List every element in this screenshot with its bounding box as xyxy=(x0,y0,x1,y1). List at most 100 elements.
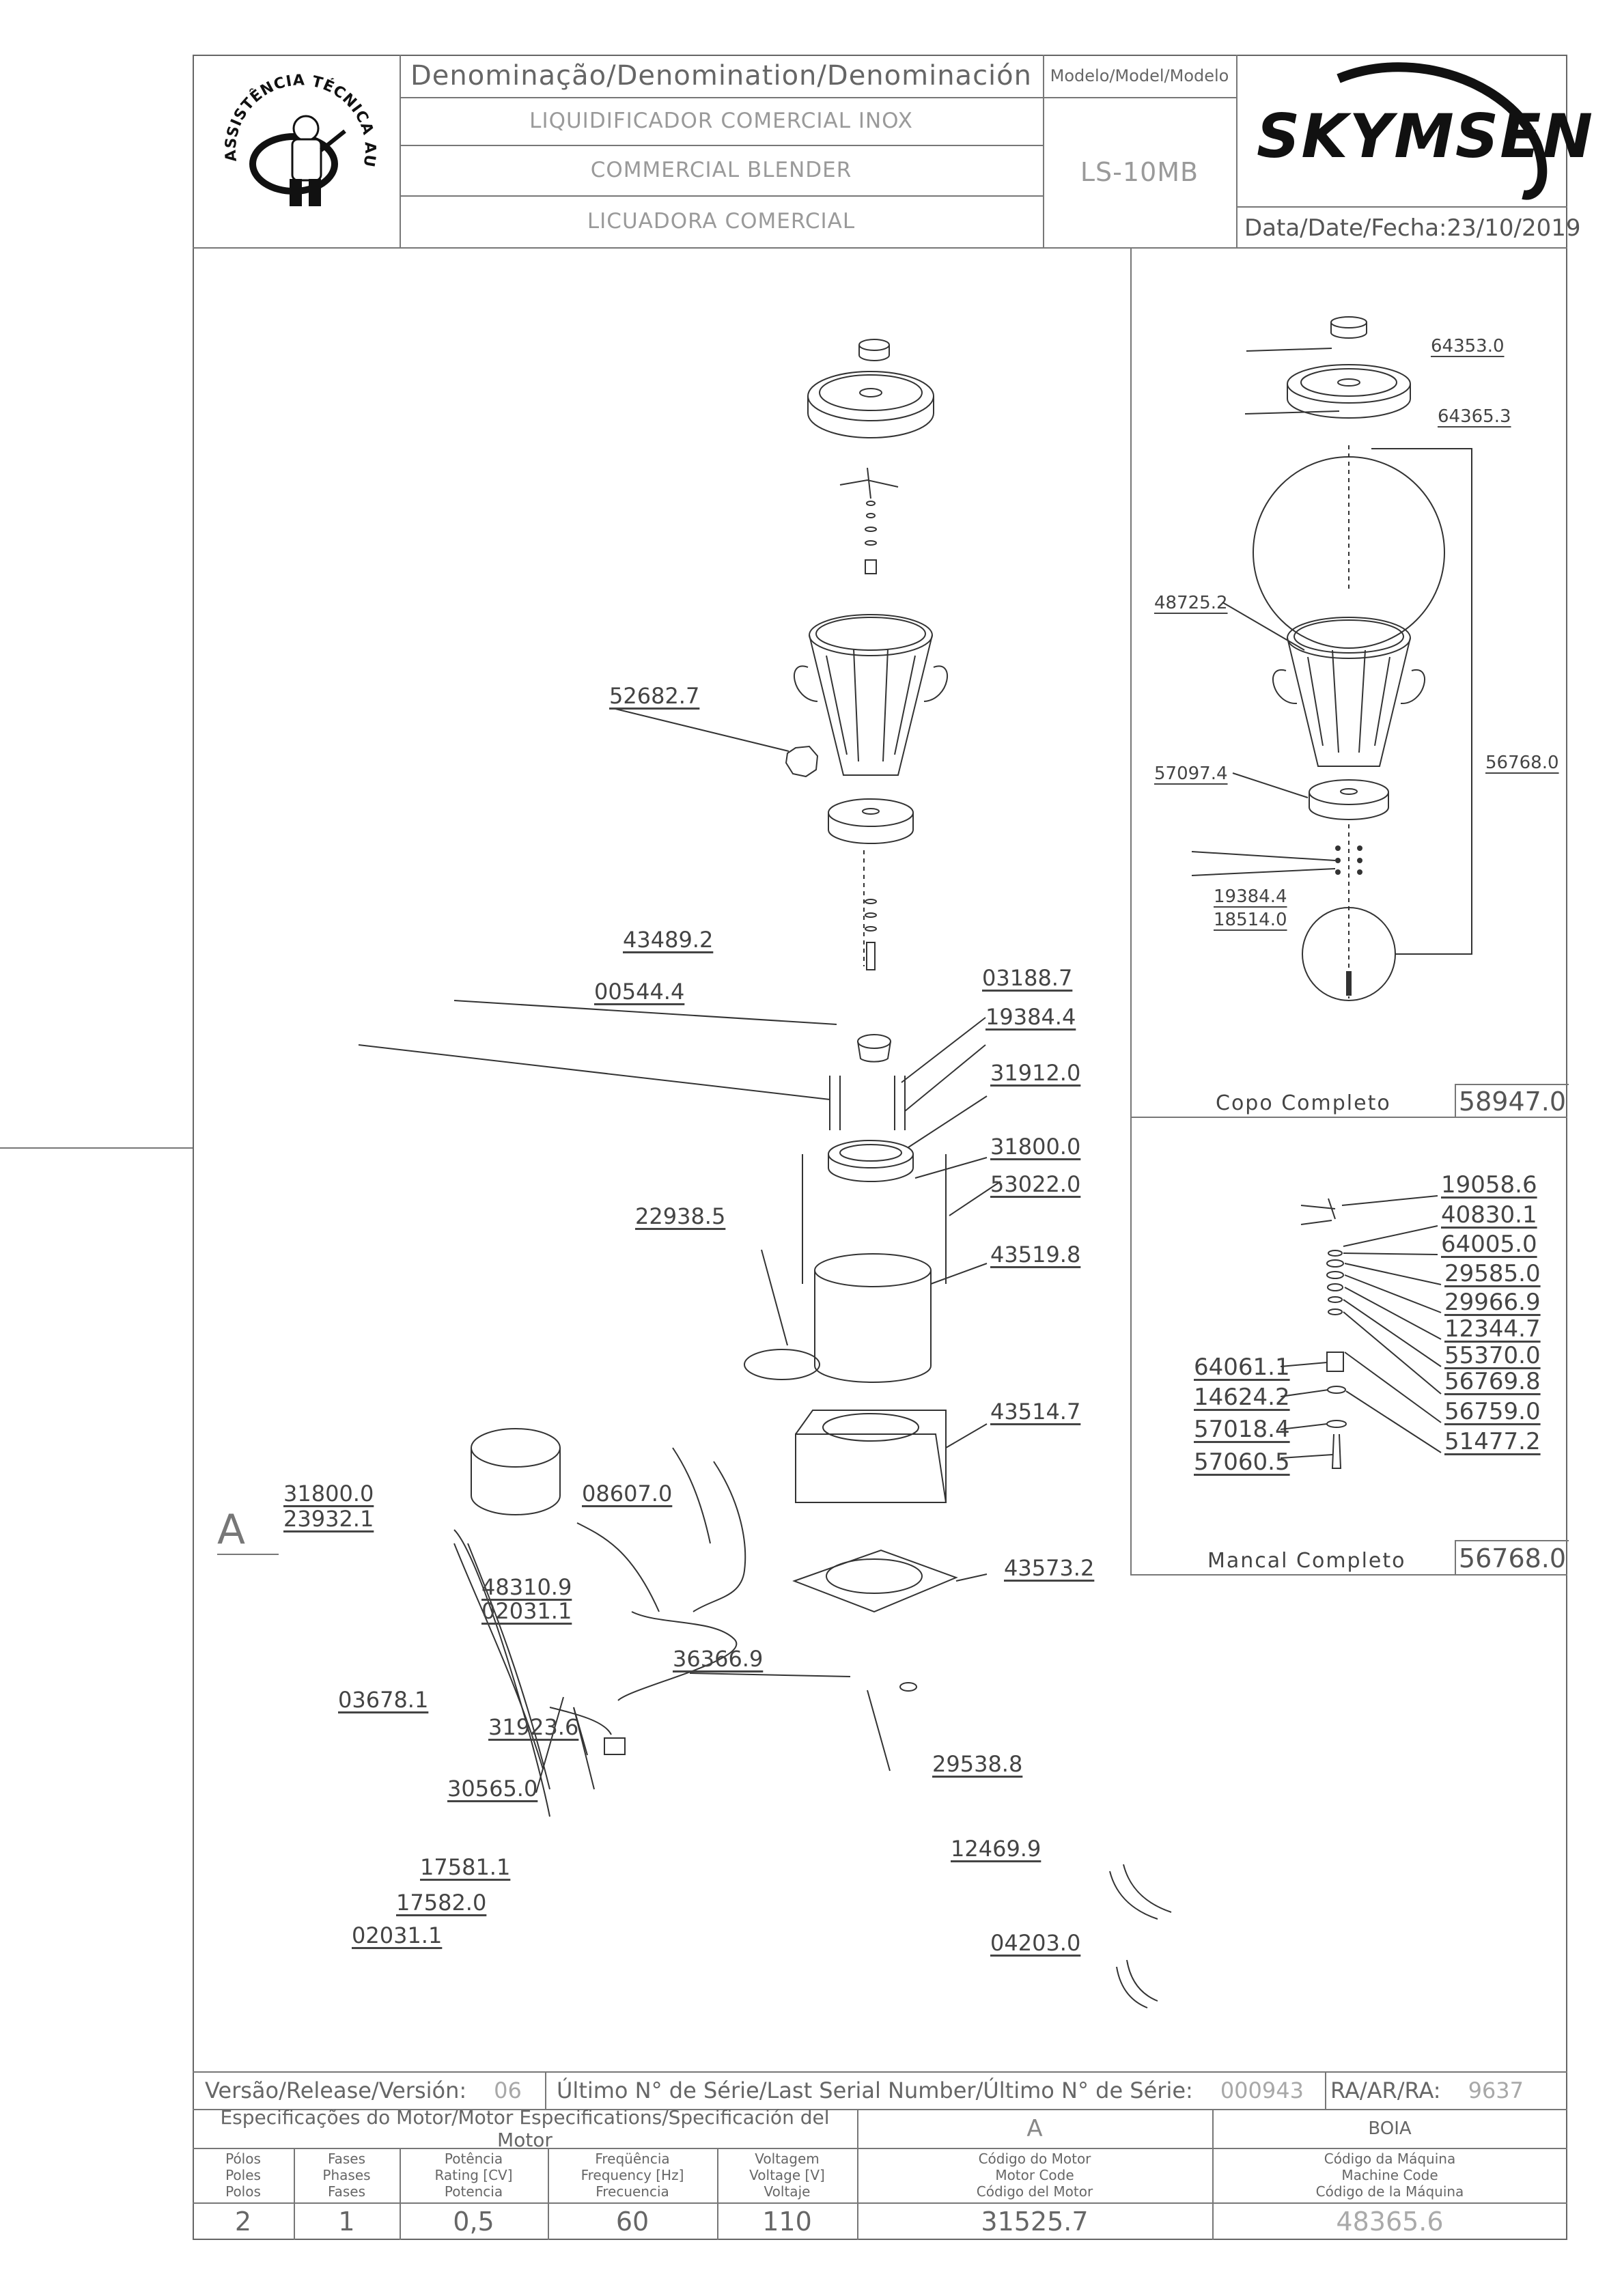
bearing-part-51477-2: 51477.2 xyxy=(1444,1428,1541,1455)
date-field: Data/Date/Fecha:23/10/2019 xyxy=(1244,212,1580,244)
divider xyxy=(1325,2071,1326,2109)
voltage-value: 110 xyxy=(762,2206,812,2237)
phases-header-pt: Fases xyxy=(327,2151,366,2167)
part-53022-0: 53022.0 xyxy=(990,1171,1081,1197)
date-label: Data/Date/Fecha: xyxy=(1244,214,1447,242)
part-30565-0: 30565.0 xyxy=(447,1776,538,1802)
divider xyxy=(857,2109,858,2240)
divider xyxy=(193,2202,1567,2204)
part-08607-0: 08607.0 xyxy=(582,1481,673,1507)
part-17581-1: 17581.1 xyxy=(420,1854,511,1880)
motor-code-header-en: Motor Code xyxy=(995,2167,1074,2183)
bearing-part-12344-7: 12344.7 xyxy=(1444,1315,1541,1343)
poles-value: 2 xyxy=(234,2206,252,2237)
cup-part-57097-4: 57097.4 xyxy=(1154,764,1228,784)
divider xyxy=(294,2148,295,2240)
bearing-part-40830-1: 40830.1 xyxy=(1441,1201,1537,1229)
part-23932-1: 23932.1 xyxy=(283,1506,374,1532)
part-17582-0: 17582.0 xyxy=(396,1890,487,1916)
panel-divider xyxy=(1130,247,1132,1576)
frequency-header-pt: Freqüência xyxy=(595,2151,670,2167)
voltage-header-es: Voltaje xyxy=(764,2183,811,2200)
power-header: Potência Rating [CV] Potencia xyxy=(400,2148,548,2202)
divider xyxy=(1043,97,1236,98)
divider xyxy=(1236,206,1567,208)
blender-exploded-view xyxy=(358,339,988,1182)
divider xyxy=(193,247,1567,249)
power-header-pt: Potência xyxy=(444,2151,503,2167)
name-pt: LIQUIDIFICADOR COMERCIAL INOX xyxy=(529,109,913,133)
divider xyxy=(1043,55,1044,247)
part-48310-9: 48310.9 xyxy=(481,1574,572,1600)
part-02031-1-b: 02031.1 xyxy=(352,1922,443,1948)
cup-part-56768-0: 56768.0 xyxy=(1485,753,1559,773)
name-es: LICUADORA COMERCIAL xyxy=(587,209,856,234)
serial-value: 000943 xyxy=(1220,2077,1304,2103)
divider xyxy=(1236,55,1238,247)
authorized-service-logo: ASSISTÊNCIA TÉCNICA AUTORIZADA xyxy=(212,55,382,232)
frequency-header: Freqüência Frequency [Hz] Frecuencia xyxy=(548,2148,717,2202)
voltage-header: Voltagem Voltage [V] Voltaje xyxy=(717,2148,857,2202)
cup-part-64353-0: 64353.0 xyxy=(1431,336,1505,356)
machine-code-header-es: Código de la Máquina xyxy=(1315,2183,1464,2200)
cup-panel-code: 58947.0 xyxy=(1455,1084,1569,1118)
machine-code-header-pt: Código da Máquina xyxy=(1324,2151,1456,2167)
divider xyxy=(400,2148,401,2240)
cup-part-18514-0: 18514.0 xyxy=(1214,910,1287,930)
motor-code-header-es: Código del Motor xyxy=(976,2183,1093,2200)
divider xyxy=(400,195,1043,197)
drawing-frame xyxy=(193,55,1567,2240)
part-43489-2: 43489.2 xyxy=(623,927,714,953)
part-31923-6: 31923.6 xyxy=(488,1714,579,1740)
part-04203-0: 04203.0 xyxy=(990,1930,1081,1956)
bearing-part-56769-8: 56769.8 xyxy=(1444,1368,1541,1395)
phases-header-es: Fases xyxy=(327,2183,366,2200)
motor-exploded-view xyxy=(453,1154,1172,2008)
part-22938-5: 22938.5 xyxy=(635,1203,726,1229)
poles-header-es: Polos xyxy=(225,2183,261,2200)
divider xyxy=(193,2071,1567,2073)
brand-logo: SKYMSEN ® xyxy=(1236,55,1593,206)
frequency-header-es: Frecuencia xyxy=(596,2183,669,2200)
date-value: 23/10/2019 xyxy=(1446,214,1581,242)
boia-label: BOIA xyxy=(1368,2118,1412,2139)
phases-header-en: Phases xyxy=(322,2167,371,2183)
bearing-part-55370-0: 55370.0 xyxy=(1444,1342,1541,1369)
bearing-part-64005-0: 64005.0 xyxy=(1441,1231,1537,1258)
panel-divider xyxy=(1130,1574,1567,1576)
poles-header: Pólos Poles Polos xyxy=(193,2148,294,2202)
cup-part-64365-3: 64365.3 xyxy=(1438,406,1511,427)
part-03678-1: 03678.1 xyxy=(338,1687,429,1713)
part-00544-4: 00544.4 xyxy=(594,979,685,1005)
bearing-exploded-view xyxy=(1280,1195,1442,1469)
cup-exploded-view xyxy=(1191,316,1472,1001)
frequency-value: 60 xyxy=(615,2206,649,2237)
power-header-en: Rating [CV] xyxy=(434,2167,513,2183)
bearing-panel-code: 56768.0 xyxy=(1455,1540,1569,1576)
divider xyxy=(400,55,401,247)
power-header-es: Potencia xyxy=(444,2183,503,2200)
version-label: Versão/Release/Versión: xyxy=(205,2077,467,2103)
svg-text:®: ® xyxy=(1549,117,1561,132)
part-31800-0: 31800.0 xyxy=(283,1481,374,1507)
part-52682-7: 52682.7 xyxy=(609,683,700,709)
cup-part-19384-4: 19384.4 xyxy=(1214,886,1287,907)
motor-code-header-pt: Código do Motor xyxy=(978,2151,1091,2167)
panel-divider xyxy=(1130,1117,1567,1118)
cup-part-48725-2: 48725.2 xyxy=(1154,593,1228,613)
version-value: 06 xyxy=(494,2077,522,2103)
part-12469-9: 12469.9 xyxy=(951,1836,1041,1862)
motor-spec-label: Especificações do Motor/Motor Especifica… xyxy=(220,2105,830,2151)
motor-letter: A xyxy=(1026,2114,1043,2142)
bearing-part-29966-9: 29966.9 xyxy=(1444,1289,1541,1316)
part-03188-7: 03188.7 xyxy=(982,965,1073,991)
machine-code-header: Código da Máquina Machine Code Código de… xyxy=(1212,2148,1567,2202)
part-43514-7: 43514.7 xyxy=(990,1399,1081,1425)
motor-code-value: 31525.7 xyxy=(981,2206,1089,2237)
phases-value: 1 xyxy=(338,2206,355,2237)
detail-leader xyxy=(217,1554,279,1555)
brand-orbit-icon: SKYMSEN ® xyxy=(1257,62,1593,200)
bearing-part-14624-2: 14624.2 xyxy=(1194,1384,1290,1411)
model-label: Modelo/Model/Modelo xyxy=(1050,66,1229,85)
divider xyxy=(400,97,1043,98)
